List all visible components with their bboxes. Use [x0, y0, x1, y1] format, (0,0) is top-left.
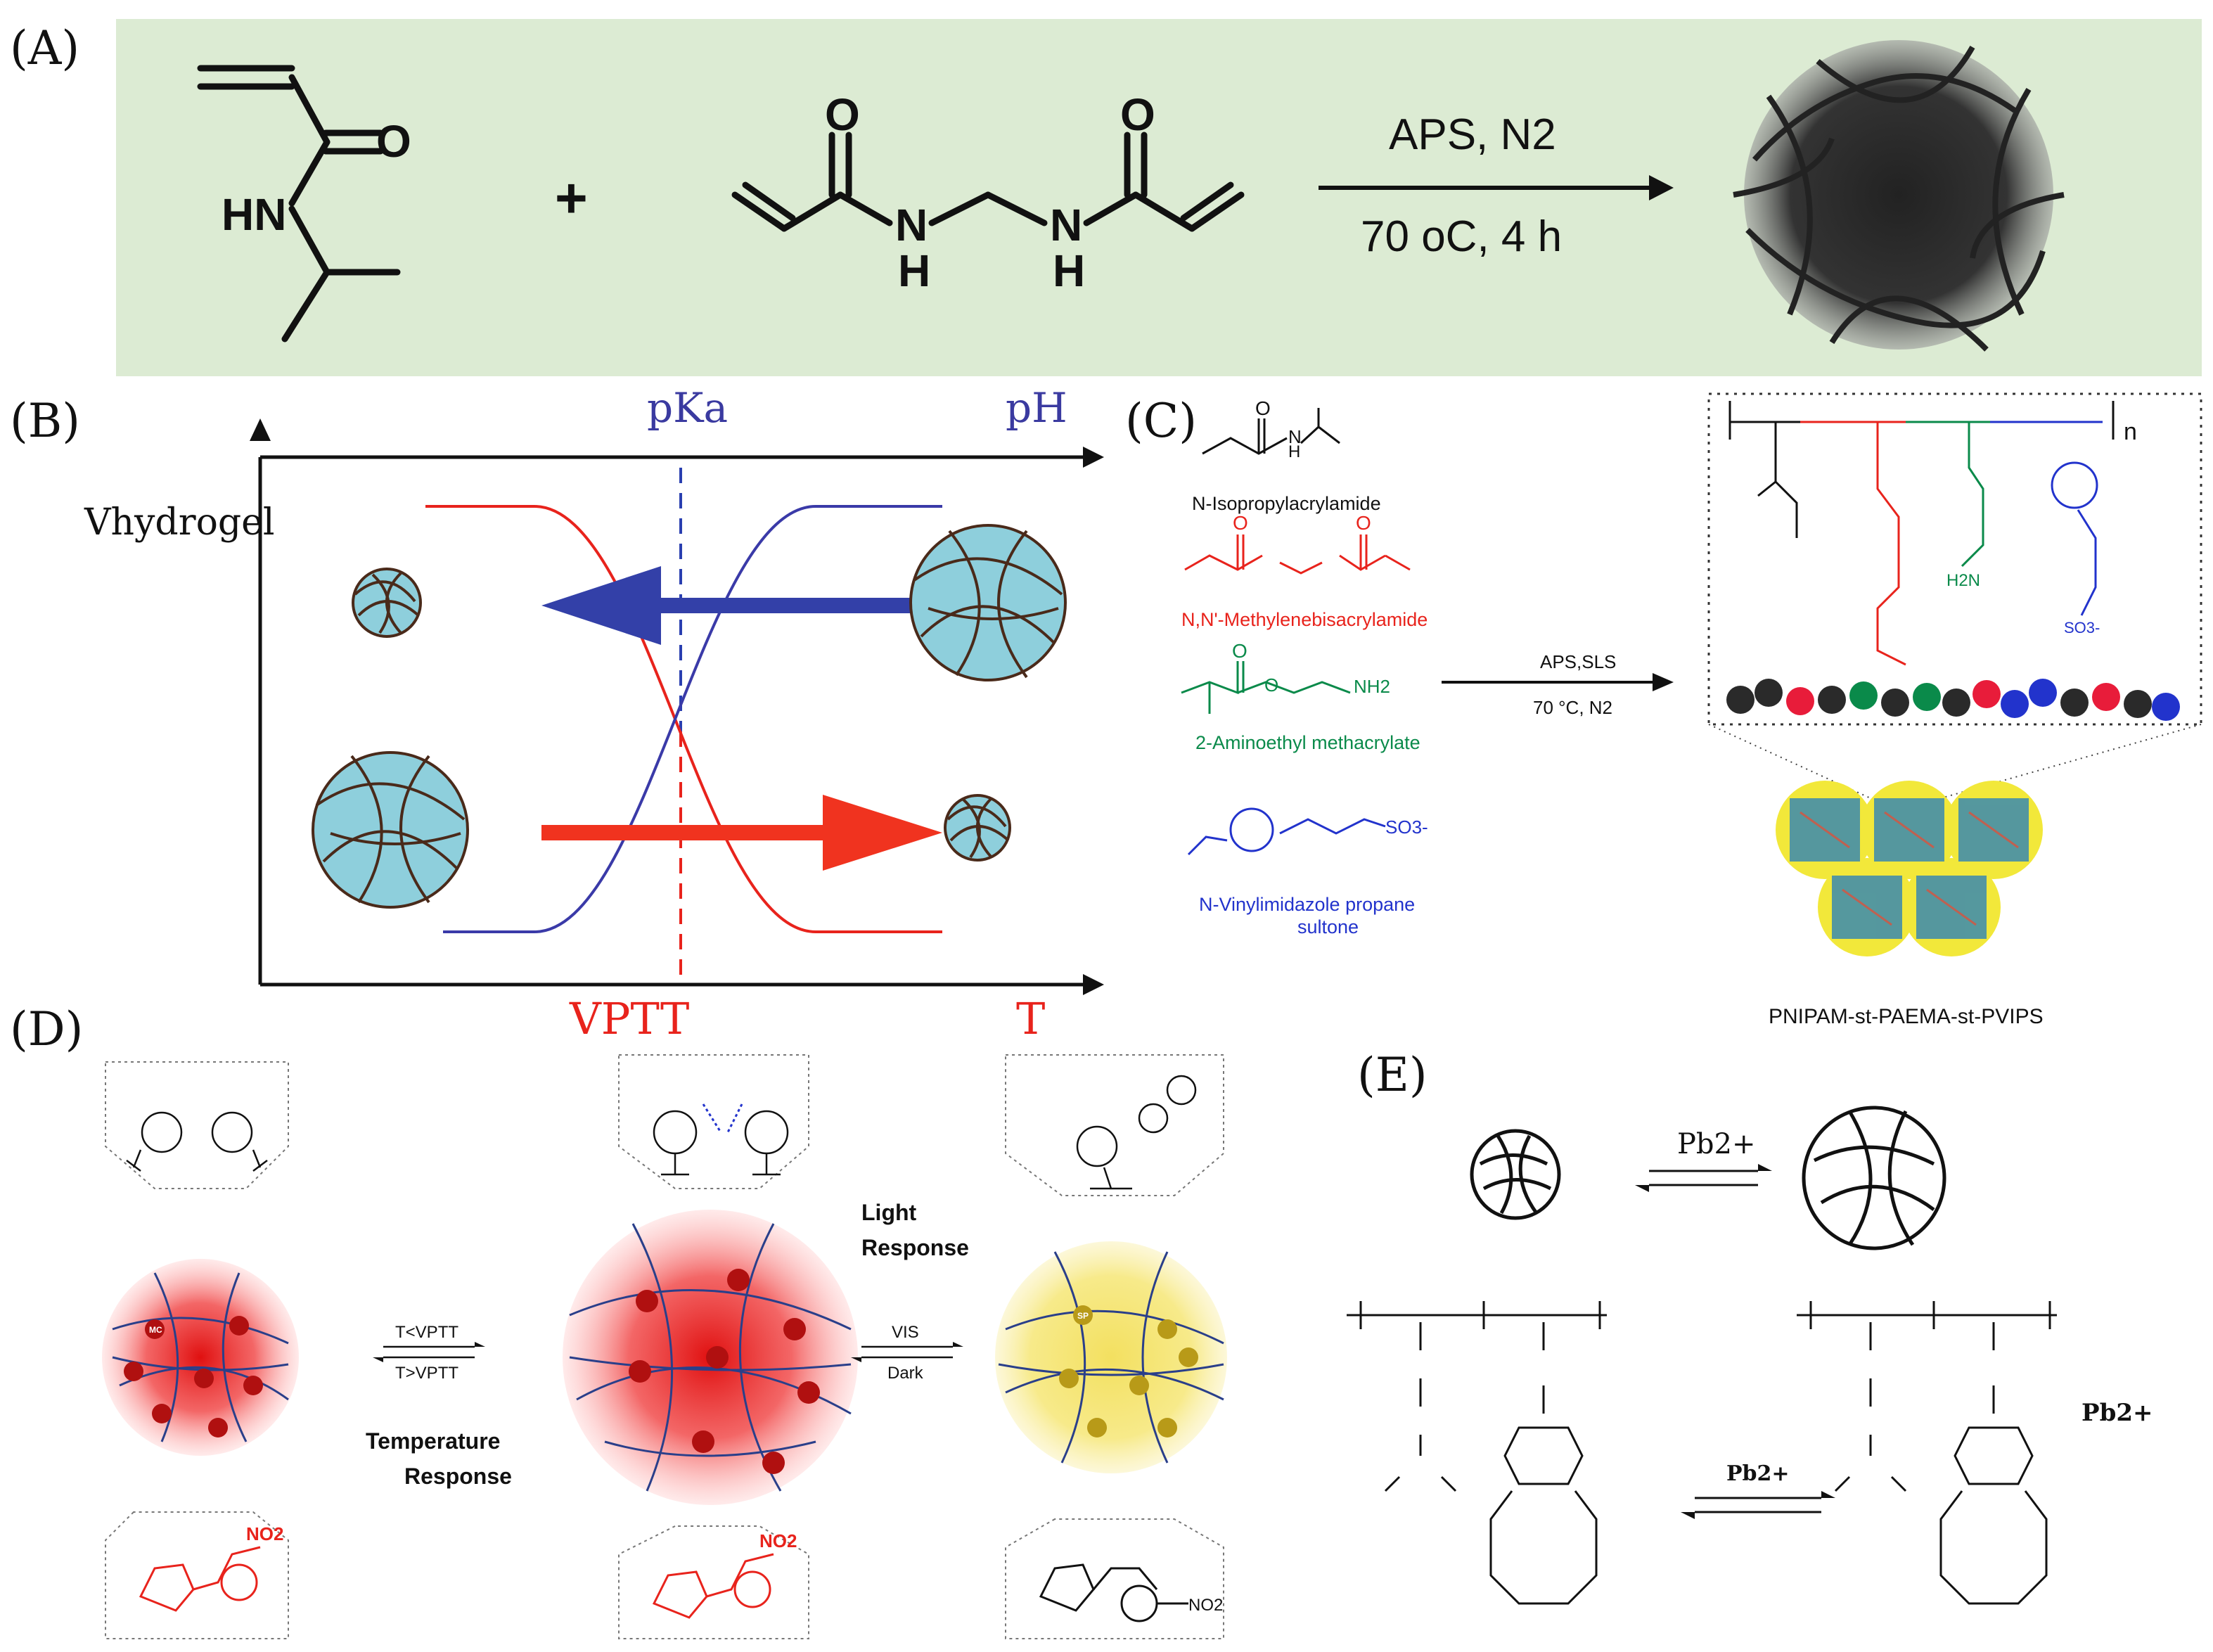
d-no2-2: NO2: [759, 1530, 797, 1551]
red-swelling-curve: [425, 505, 942, 933]
blue-swelling-curve: [443, 505, 942, 933]
panel-d-scheme: NO2 NO2 NO2 MC SP T<VPTT T>VPTT VIS Dark…: [102, 1054, 1227, 1639]
pb-mid: Pb2+: [1726, 1461, 1790, 1486]
panel-a-microgel-particle: [1733, 40, 2065, 352]
bead-chain: [1726, 679, 2180, 721]
pb-ring: Pb2+: [2081, 1399, 2153, 1427]
sp-label: SP: [1077, 1311, 1089, 1321]
t-label: T: [1016, 993, 1045, 1044]
polymer-so3: SO3-: [2064, 619, 2100, 636]
vptt-label: VPTT: [569, 993, 689, 1044]
polymer-h2n: H2N: [1946, 571, 1980, 590]
panel-a-condition-bottom: 70 oC, 4 h: [1361, 212, 1562, 261]
small-hydrogel-top: [352, 568, 422, 638]
d-no2-3: NO2: [1188, 1596, 1223, 1615]
panel-d-letter: (D): [10, 1002, 84, 1056]
monomer-aema: 2-Aminoethyl methacrylate: [1195, 732, 1420, 753]
monomer-vips-2: sultone: [1297, 916, 1359, 937]
svg-text:O: O: [1232, 640, 1247, 662]
panel-a-scheme: O HN O O N N H H + APS, N2 70 oC, 4 h: [197, 40, 2065, 352]
large-hydrogel-top: [909, 524, 1067, 681]
nipam-nh: HN: [222, 189, 286, 240]
nipam-oxygen: O: [376, 116, 411, 167]
panel-e-scheme: Pb2+ Pb2+ Pb2+: [1347, 1106, 2153, 1605]
small-hydrogel-bottom: [944, 794, 1011, 862]
microgel-cluster: [1776, 781, 2043, 956]
eq2-bottom: Dark: [887, 1364, 924, 1383]
svg-text:O: O: [1264, 674, 1278, 696]
red-gel-small: [102, 1259, 299, 1456]
large-hydrogel-bottom: [312, 751, 469, 909]
mba-oxygen-2: O: [1120, 89, 1155, 140]
panel-c-condition-top: APS,SLS: [1540, 651, 1616, 672]
eq2-top: VIS: [892, 1323, 919, 1342]
svg-text:N: N: [1288, 426, 1302, 447]
panel-a-condition-top: APS, N2: [1389, 110, 1556, 159]
mba-h-2: H: [1053, 245, 1085, 296]
panel-c-letter: (C): [1125, 394, 1197, 448]
monomer-vips-1: N-Vinylimidazole propane: [1199, 894, 1415, 915]
red-arrow: [823, 795, 942, 871]
ph-label: pH: [1006, 390, 1067, 432]
monomer-nipam: N-Isopropylacrylamide: [1192, 493, 1381, 514]
svg-text:H: H: [1288, 442, 1300, 461]
light-response-1: Light: [861, 1200, 917, 1225]
blue-arrow: [541, 566, 661, 645]
monomer-mba: N,N'-Methylenebisacrylamide: [1181, 609, 1428, 630]
product-name: PNIPAM-st-PAEMA-st-PVIPS: [1769, 1005, 2044, 1028]
panel-a-letter: (A): [10, 21, 80, 75]
panel-b-letter: (B): [10, 394, 80, 448]
eq1-bottom: T>VPTT: [395, 1364, 458, 1383]
mba-n-2: N: [1050, 200, 1082, 250]
vips-so3: SO3-: [1385, 817, 1428, 838]
panel-b-diagram: pKa pH Vhydrogel VPTT T: [84, 390, 1104, 1044]
pb-top: Pb2+: [1677, 1128, 1755, 1160]
polymer-n: n: [2124, 418, 2137, 445]
plus-sign: +: [555, 167, 588, 229]
vhydrogel-label: Vhydrogel: [84, 501, 275, 544]
eq1-top: T<VPTT: [395, 1323, 458, 1342]
light-response-2: Response: [861, 1235, 969, 1260]
d-no2-1: NO2: [246, 1523, 283, 1544]
mba-h-1: H: [898, 245, 930, 296]
temperature-response-2: Response: [404, 1464, 512, 1489]
polymer-structure-box: [1707, 392, 2202, 726]
pka-label: pKa: [647, 390, 728, 432]
svg-text:O: O: [1356, 512, 1371, 534]
mba-n-1: N: [895, 200, 928, 250]
temperature-response-1: Temperature: [366, 1428, 500, 1454]
mc-label: MC: [149, 1325, 162, 1335]
yellow-gel: [995, 1241, 1227, 1473]
aema-nh2: NH2: [1354, 676, 1390, 697]
panel-e-letter: (E): [1357, 1048, 1428, 1102]
mba-oxygen-1: O: [825, 89, 860, 140]
svg-text:O: O: [1233, 512, 1248, 534]
svg-text:O: O: [1255, 397, 1271, 419]
panel-c-condition-bottom: 70 °C, N2: [1533, 697, 1612, 718]
